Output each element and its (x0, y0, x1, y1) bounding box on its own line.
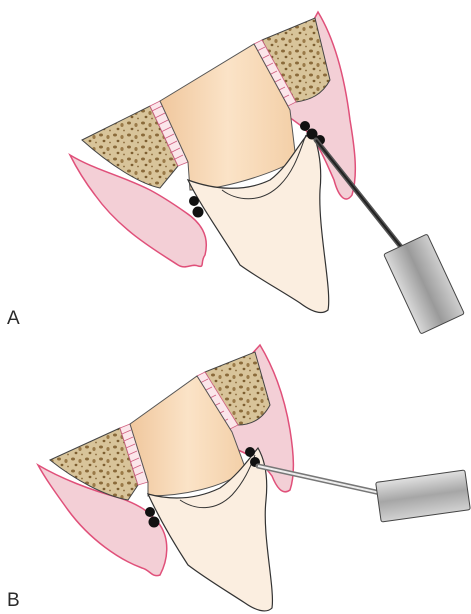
instrument-handle-a (384, 234, 465, 334)
instrument-a (316, 140, 464, 334)
panel-label-b: B (7, 590, 20, 612)
instrument-handle-b (376, 470, 471, 522)
instrument-b (258, 466, 470, 522)
panel-label-a: A (7, 308, 20, 330)
panel-a (70, 12, 464, 334)
panel-b (38, 345, 470, 611)
